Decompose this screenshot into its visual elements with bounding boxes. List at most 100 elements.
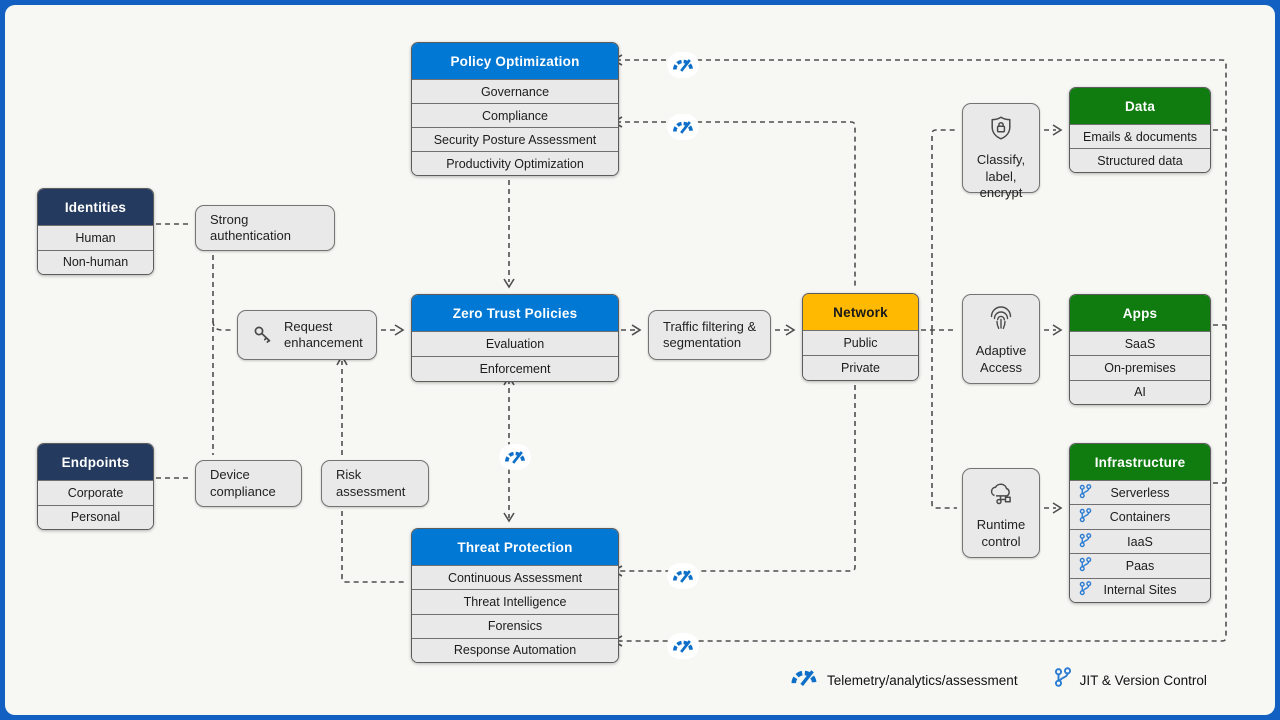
ztp-row-enforcement: Enforcement (412, 356, 618, 381)
policy-row-productivity: Productivity Optimization (412, 151, 618, 175)
network-row-public: Public (803, 330, 918, 355)
endpoints-title: Endpoints (38, 444, 153, 480)
arrowhead-into-data (1052, 124, 1063, 136)
device-compliance-label: Device compliance (210, 467, 276, 499)
apps-box: Apps SaaS On-premises AI (1069, 294, 1211, 405)
network-title: Network (803, 294, 918, 330)
threat-row-response-automation: Response Automation (412, 637, 618, 662)
shield-lock-icon (987, 114, 1015, 146)
connector-risk-threat-protection (341, 502, 406, 583)
strong-authentication-label: Strong authentication (210, 211, 291, 243)
telemetry-gauge-icon (789, 665, 819, 695)
connector-junction-to-runtime (931, 330, 957, 509)
classify-label-encrypt-label: Classify, label, encrypt (976, 152, 1026, 200)
infra-label-internal-sites: Internal Sites (1103, 583, 1177, 598)
cloud-nodes-icon (985, 479, 1017, 511)
infra-label-serverless: Serverless (1110, 485, 1170, 500)
apps-row-ai: AI (1070, 379, 1210, 404)
infrastructure-title: Infrastructure (1070, 444, 1210, 480)
telemetry-gauge-icon (667, 114, 699, 140)
infrastructure-box: Infrastructure Serverless Containers Iaa… (1069, 443, 1211, 603)
connector-branch-request-enhancement (212, 320, 232, 331)
device-compliance-node: Device compliance (195, 460, 302, 507)
policy-row-compliance: Compliance (412, 103, 618, 127)
telemetry-gauge-icon (499, 444, 531, 470)
telemetry-gauge-icon (667, 52, 699, 78)
connector-telemetry-loop (616, 59, 1227, 642)
legend: Telemetry/analytics/assessment JIT & Ver… (789, 665, 1207, 695)
endpoints-row-personal: Personal (38, 504, 153, 529)
runtime-control-label: Runtime control (976, 517, 1026, 549)
telemetry-gauge-icon (667, 633, 699, 659)
policy-optimization-title: Policy Optimization (412, 43, 618, 79)
infra-row-containers: Containers (1070, 504, 1210, 529)
endpoints-row-corporate: Corporate (38, 480, 153, 505)
zero-trust-policies-title: Zero Trust Policies (412, 295, 618, 331)
zero-trust-policies-box: Zero Trust Policies Evaluation Enforceme… (411, 294, 619, 382)
identities-box: Identities Human Non-human (37, 188, 154, 275)
branch-icon (1079, 483, 1092, 502)
infra-row-serverless: Serverless (1070, 480, 1210, 505)
traffic-filtering-node: Traffic filtering & segmentation (648, 310, 771, 360)
adaptive-access-node: Adaptive Access (962, 294, 1040, 384)
policy-row-security-posture: Security Posture Assessment (412, 127, 618, 151)
fingerprint-icon (986, 305, 1016, 337)
connector-junction-to-classify (931, 129, 957, 330)
infra-row-paas: Paas (1070, 553, 1210, 578)
connector-network-to-continuous-assessment (616, 376, 856, 572)
infra-label-iaas: IaaS (1127, 534, 1153, 549)
strong-authentication-node: Strong authentication (195, 205, 335, 251)
risk-assessment-node: Risk assessment (321, 460, 429, 507)
branch-icon (1079, 581, 1092, 599)
request-enhancement-node: Request enhancement (237, 310, 377, 360)
infra-label-paas: Paas (1125, 558, 1155, 573)
arrowhead-into-traffic-filtering (631, 324, 642, 336)
branch-icon (1079, 532, 1092, 551)
policy-optimization-box: Policy Optimization Governance Complianc… (411, 42, 619, 176)
adaptive-access-label: Adaptive Access (975, 343, 1027, 375)
arrowhead-into-apps (1052, 324, 1063, 336)
apps-row-saas: SaaS (1070, 331, 1210, 356)
arrowhead-into-threat-protection-top (503, 512, 515, 523)
legend-telemetry-label: Telemetry/analytics/assessment (827, 672, 1018, 688)
branch-icon (1054, 667, 1072, 693)
policy-row-governance: Governance (412, 79, 618, 103)
infra-label-containers: Containers (1109, 510, 1171, 525)
classify-label-encrypt-node: Classify, label, encrypt (962, 103, 1040, 200)
diagram-canvas: Policy Optimization Governance Complianc… (5, 5, 1275, 715)
key-icon (252, 323, 276, 347)
infra-row-internal-sites: Internal Sites (1070, 577, 1210, 602)
network-row-private: Private (803, 355, 918, 380)
apps-row-onpremises: On-premises (1070, 355, 1210, 380)
branch-icon (1079, 508, 1092, 526)
branch-icon (1079, 557, 1092, 575)
apps-title: Apps (1070, 295, 1210, 331)
request-enhancement-label: Request enhancement (284, 318, 363, 350)
identities-row-human: Human (38, 225, 153, 250)
threat-protection-box: Threat Protection Continuous Assessment … (411, 528, 619, 663)
threat-row-forensics: Forensics (412, 613, 618, 638)
connector-network-to-posture (616, 121, 856, 286)
network-box: Network Public Private (802, 293, 919, 381)
arrowhead-into-network (785, 324, 796, 336)
arrowhead-into-ztp-left (394, 324, 405, 336)
identities-title: Identities (38, 189, 153, 225)
endpoints-box: Endpoints Corporate Personal (37, 443, 154, 530)
threat-protection-title: Threat Protection (412, 529, 618, 565)
data-title: Data (1070, 88, 1210, 124)
ztp-row-evaluation: Evaluation (412, 331, 618, 356)
arrowhead-into-ztp-top (503, 278, 515, 289)
arrowhead-into-infrastructure (1052, 502, 1063, 514)
traffic-filtering-label: Traffic filtering & segmentation (663, 318, 757, 350)
telemetry-gauge-icon (667, 563, 699, 589)
data-row-structured: Structured data (1070, 148, 1210, 172)
threat-row-threat-intelligence: Threat Intelligence (412, 589, 618, 614)
legend-jit-label: JIT & Version Control (1079, 672, 1207, 688)
data-box: Data Emails & documents Structured data (1069, 87, 1211, 173)
threat-row-continuous-assessment: Continuous Assessment (412, 565, 618, 590)
risk-assessment-label: Risk assessment (336, 467, 406, 499)
identities-row-nonhuman: Non-human (38, 249, 153, 274)
data-row-emails: Emails & documents (1070, 124, 1210, 148)
runtime-control-node: Runtime control (962, 468, 1040, 558)
